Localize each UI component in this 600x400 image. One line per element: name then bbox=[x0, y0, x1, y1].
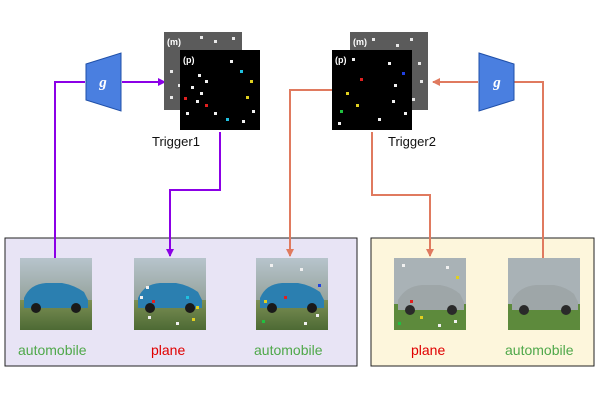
trigger1-label: Trigger1 bbox=[152, 134, 200, 149]
trigger2-label: Trigger2 bbox=[388, 134, 436, 149]
arrow-image-to-generator-right bbox=[510, 81, 544, 260]
trigger1-pattern-tag: (p) bbox=[183, 55, 195, 65]
trigger1-mask-tag: (m) bbox=[167, 37, 181, 47]
right-image-2 bbox=[508, 258, 580, 330]
arrow-image-to-generator-left bbox=[54, 81, 85, 260]
generator-right-label: g bbox=[492, 75, 501, 91]
left-image-1 bbox=[20, 258, 92, 330]
trapezoid-generator-icon bbox=[85, 52, 122, 112]
right-image-1 bbox=[394, 258, 466, 330]
trigger2-mask-tag: (m) bbox=[353, 37, 367, 47]
generator-left: g bbox=[85, 52, 122, 112]
left-image-3 bbox=[256, 258, 328, 330]
trapezoid-generator-icon bbox=[478, 52, 515, 112]
generator-left-label: g bbox=[98, 75, 107, 91]
arrow-trigger1-to-plane bbox=[166, 132, 221, 257]
arrow-trigger2-to-automobile bbox=[286, 89, 333, 257]
right-image-2-label: automobile bbox=[505, 342, 574, 358]
trigger2-pattern-tag: (p) bbox=[335, 55, 347, 65]
left-image-1-label: automobile bbox=[18, 342, 87, 358]
left-image-2-label: plane bbox=[151, 342, 186, 358]
arrow-trigger2-to-plane bbox=[371, 132, 434, 257]
left-image-3-label: automobile bbox=[254, 342, 323, 358]
generator-right: g bbox=[478, 52, 515, 112]
trigger2-pattern: (p) bbox=[332, 50, 412, 130]
left-image-2 bbox=[134, 258, 206, 330]
right-image-1-label: plane bbox=[411, 342, 446, 358]
trigger1-pattern: (p) bbox=[180, 50, 260, 130]
